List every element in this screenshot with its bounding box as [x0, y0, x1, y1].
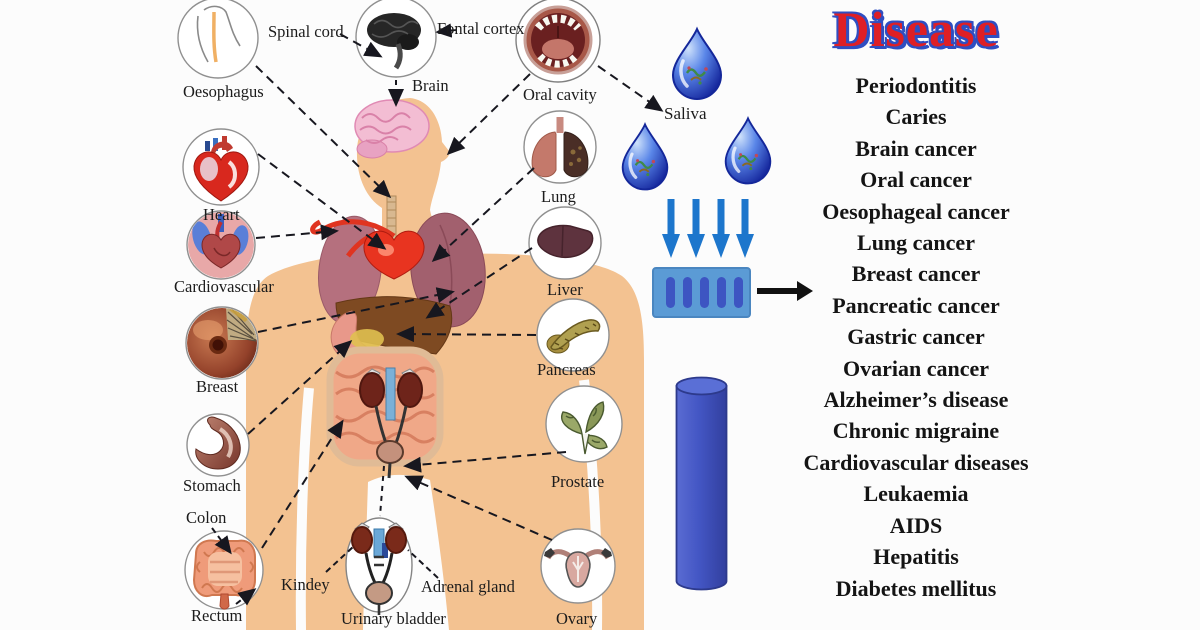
label-rectum: Rectum [191, 606, 243, 625]
blue-down-arrows-icon [662, 199, 754, 258]
label-oesophagus: Oesophagus [183, 82, 264, 101]
disease-item: Chronic migraine [832, 418, 1000, 444]
brain-in-head-icon [354, 99, 430, 159]
lung-circle-icon [523, 110, 597, 184]
label-spinal-cord: Spinal cord [268, 22, 344, 41]
urinary-bladder-circle-icon [345, 517, 413, 615]
oesophagus-circle-icon [177, 0, 259, 79]
label-saliva: Saliva [664, 104, 707, 123]
label-colon: Colon [186, 508, 227, 527]
disease-item: Oral cancer [860, 167, 972, 193]
disease-item: Diabetes mellitus [835, 575, 997, 601]
oral-cavity-circle-icon [515, 0, 601, 83]
disease-item: Caries [885, 104, 947, 130]
cylinder-column-icon [675, 376, 728, 591]
label-breast: Breast [196, 377, 239, 396]
label-frontal-cortex: Fontal cortex [437, 19, 525, 38]
prostate-circle-icon [545, 385, 623, 463]
label-pancreas: Pancreas [537, 360, 596, 379]
disease-item: Ovarian cancer [842, 355, 990, 381]
brain-circle-icon [355, 0, 437, 78]
saliva-drop-icon [621, 122, 669, 192]
stomach-circle-icon [186, 413, 250, 477]
result-arrow-icon [757, 281, 813, 301]
frontal-cortex-pointer [435, 23, 457, 38]
cardiovascular-circle-icon [186, 210, 256, 280]
label-stomach: Stomach [183, 476, 241, 495]
breast-circle-icon [185, 306, 259, 380]
disease-item: Alzheimer’s disease [823, 387, 1009, 413]
body-organs [310, 99, 486, 479]
label-kidney: Kindey [281, 575, 330, 594]
liver-circle-icon [528, 206, 602, 280]
disease-item: Pancreatic cancer [832, 292, 1000, 318]
label-cardiovascular: Cardiovascular [174, 277, 274, 296]
label-lung: Lung [541, 187, 576, 206]
label-ovary: Ovary [556, 609, 598, 628]
disease-item: AIDS [889, 512, 943, 538]
label-heart: Heart [203, 205, 240, 224]
ovary-circle-icon [540, 528, 616, 604]
disease-item: Breast cancer [851, 261, 981, 287]
assay-device-icon [652, 267, 751, 318]
disease-panel-title: Disease [833, 1, 999, 57]
pancreas-circle-icon [536, 298, 610, 372]
label-brain: Brain [412, 76, 449, 95]
urinary-system-in-body-icon [359, 367, 423, 479]
rectum-circle-icon [184, 530, 264, 610]
disease-list: Periodontitis Caries Brain cancer Oral c… [762, 70, 1070, 604]
disease-item: Hepatitis [873, 544, 959, 570]
heart-circle-icon [182, 128, 260, 206]
disease-item: Periodontitis [855, 73, 977, 98]
label-adrenal-gland: Adrenal gland [421, 577, 515, 596]
disease-item: Brain cancer [855, 135, 977, 161]
connector-arrows [211, 33, 664, 606]
disease-item: Leukaemia [863, 481, 969, 507]
label-urinary-bladder: Urinary bladder [341, 609, 446, 628]
label-liver: Liver [547, 280, 583, 299]
disease-item: Lung cancer [857, 230, 975, 256]
disease-item: Oesophageal cancer [822, 198, 1010, 224]
label-prostate: Prostate [551, 472, 605, 491]
label-oral-cavity: Oral cavity [523, 85, 597, 104]
saliva-drop-icon [671, 27, 723, 101]
disease-item: Cardiovascular diseases [803, 449, 1029, 475]
disease-item: Gastric cancer [847, 324, 985, 350]
